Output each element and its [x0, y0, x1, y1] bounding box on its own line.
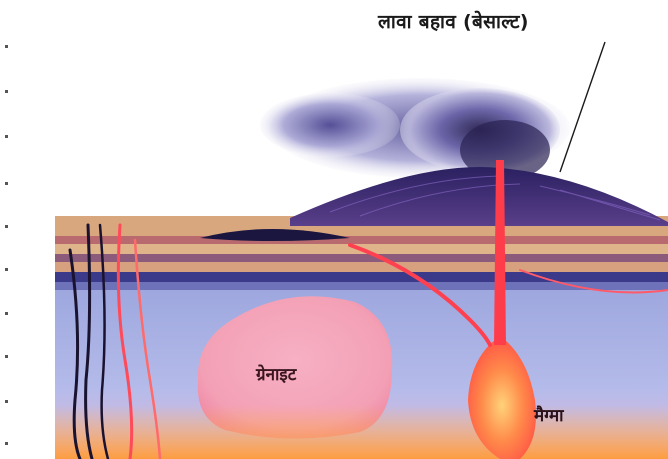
magma-label: मैग्मा	[534, 403, 564, 426]
rock-strata	[55, 216, 668, 290]
volcano-cone	[290, 167, 668, 226]
basal-magma-glow	[55, 405, 668, 459]
lava-flow-label: लावा बहाव (बेसाल्ट)	[378, 8, 529, 34]
lava-label-leader	[560, 42, 605, 172]
main-magma-conduit	[494, 160, 506, 345]
eruption-smoke-cloud	[260, 78, 570, 180]
granite-label: ग्रेनाइट	[256, 362, 296, 385]
margin-ticks	[5, 45, 8, 445]
